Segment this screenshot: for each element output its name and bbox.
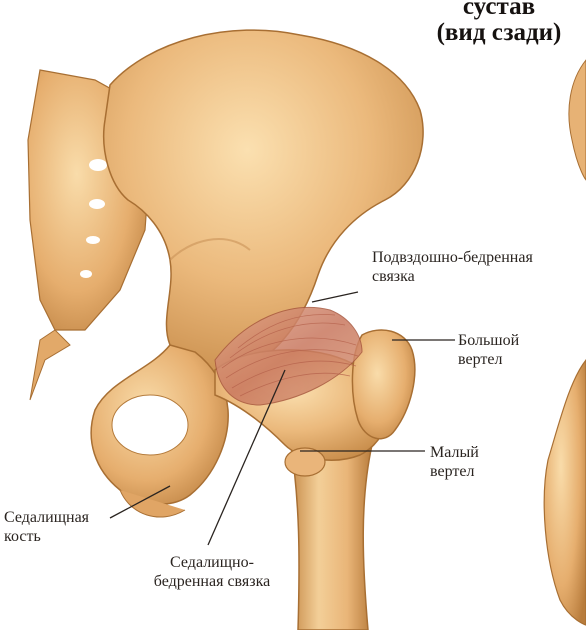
- title-line-1: сустав: [414, 0, 584, 20]
- label-greater-trochanter: Большой вертел: [458, 331, 519, 369]
- leader-iliofemoral: [312, 292, 358, 302]
- obturator-foramen: [112, 395, 188, 455]
- label-lesser-trochanter: Малый вертел: [430, 443, 479, 481]
- label-line: Малый: [430, 443, 479, 462]
- label-line: вертел: [458, 350, 519, 369]
- label-ischiofemoral-ligament: Седалищно- бедренная связка: [132, 553, 292, 591]
- label-line: Подвздошно-бедренная: [372, 248, 533, 267]
- sacral-foramen: [89, 199, 105, 209]
- right-pelvis-partial: [544, 60, 586, 625]
- sacral-foramen: [86, 236, 100, 244]
- label-line: бедренная связка: [132, 572, 292, 591]
- label-line: Большой: [458, 331, 519, 350]
- title: сустав (вид сзади): [414, 0, 584, 46]
- sacral-foramen: [80, 270, 92, 278]
- label-line: связка: [372, 267, 533, 286]
- sacral-foramen: [89, 159, 107, 171]
- lesser-trochanter: [285, 448, 325, 476]
- label-ischium: Седалищная кость: [4, 508, 89, 546]
- title-line-2: (вид сзади): [414, 20, 584, 46]
- label-line: Седалищная: [4, 508, 89, 527]
- label-line: кость: [4, 527, 89, 546]
- label-iliofemoral-ligament: Подвздошно-бедренная связка: [372, 248, 533, 286]
- label-line: Седалищно-: [132, 553, 292, 572]
- label-line: вертел: [430, 462, 479, 481]
